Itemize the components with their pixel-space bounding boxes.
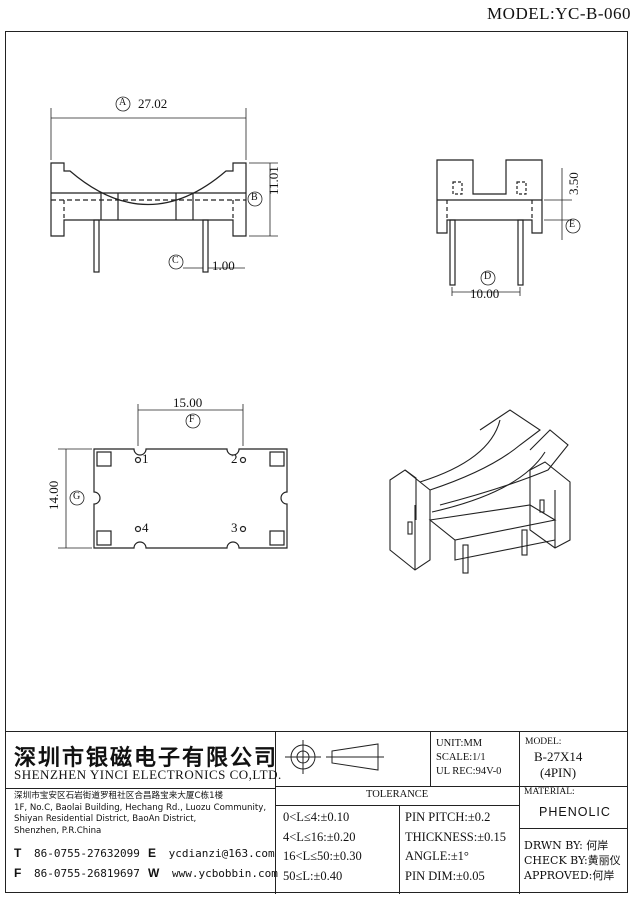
tel-label: T: [14, 846, 22, 860]
dim-a-value: 27.02: [138, 96, 168, 111]
website-link[interactable]: www.ycbobbin.com: [171, 867, 278, 880]
material-label: MATERIAL:: [524, 787, 575, 797]
dim-b-marker: B: [251, 192, 258, 203]
address-line: Shenzhen, P.R.China: [14, 825, 102, 836]
tolerance-item: 50≤L:±0.40: [283, 868, 343, 883]
fax-number: 86-0755-26819697: [33, 867, 140, 880]
pin-number: 4: [142, 520, 149, 535]
tolerance-item: 4<L≤16:±0.20: [283, 829, 356, 844]
fax-row: F 86-0755-26819697: [14, 866, 140, 880]
pin-number: 1: [142, 451, 149, 466]
model-value: B-27X14: [534, 749, 583, 764]
tolerance-item: ANGLE:±1°: [405, 849, 469, 863]
web-label: W: [148, 866, 160, 880]
pin-number: 2: [231, 451, 238, 466]
bottom-view: [58, 404, 288, 549]
dim-d-value: 10.00: [470, 286, 500, 301]
title-block: [5, 731, 628, 894]
dim-g-marker: G: [73, 491, 81, 502]
dim-e-marker: E: [569, 219, 576, 230]
material-value: PHENOLIC: [539, 805, 611, 819]
model-number-header: MODEL:YC-B-060: [487, 4, 631, 23]
dim-g-value: 14.00: [46, 480, 61, 510]
company-name-cn: 深圳市银磁电子有限公司: [14, 746, 279, 771]
dim-b-value: 11.01: [266, 166, 281, 195]
spec-unit: UNIT:MM: [436, 738, 483, 749]
spec-scale: SCALE:1/1: [436, 752, 486, 763]
dim-e-value: 3.50: [566, 172, 581, 195]
tolerance-item: PIN DIM:±0.05: [405, 868, 485, 883]
drawing-frame: [5, 31, 628, 893]
company-address: 深圳市宝安区石岩街道罗租社区合昌路宝来大厦C栋1楼 1F, No.C, Baol…: [14, 791, 266, 837]
tolerance-right-list: PIN PITCH:±0.2 THICKNESS:±0.15 ANGLE:±1°…: [405, 808, 506, 886]
spec-ul: UL REC:94V-0: [436, 766, 502, 777]
company-name-en: SHENZHEN YINCI ELECTRONICS CO,LTD.: [14, 767, 282, 782]
email-label: E: [148, 846, 157, 860]
model-pins: (4PIN): [540, 765, 577, 780]
tolerance-left-list: 0<L≤4:±0.10 4<L≤16:±0.20 16<L≤50:±0.30 5…: [283, 808, 362, 886]
dim-d-marker: D: [484, 271, 492, 282]
drawn-by: DRWN BY: 何岸: [524, 839, 609, 852]
checked-by: CHECK BY:黄丽仪: [524, 854, 621, 867]
approved-by: APPROVED:何岸: [524, 869, 615, 882]
side-view: [436, 159, 581, 296]
address-line: 深圳市宝安区石岩街道罗租社区合昌路宝来大厦C栋1楼: [14, 791, 224, 801]
dim-f-marker: F: [189, 414, 195, 425]
dim-c-value: 1.00: [212, 258, 235, 273]
tolerance-item: 16<L≤50:±0.30: [283, 849, 362, 863]
email-address[interactable]: ycdianzi@163.com: [168, 847, 275, 860]
tolerance-title: TOLERANCE: [366, 789, 429, 800]
dim-a-marker: A: [119, 97, 127, 108]
tolerance-item: THICKNESS:±0.15: [405, 829, 506, 844]
tel-number: 86-0755-27632099: [33, 847, 140, 860]
dim-f-value: 15.00: [173, 395, 203, 410]
projection-symbol: [285, 740, 384, 774]
isometric-view: [389, 409, 571, 574]
pin-number: 3: [231, 520, 238, 535]
email-row: E ycdianzi@163.com: [148, 846, 275, 860]
address-line: Shiyan Residential District, BaoAn Distr…: [14, 814, 197, 824]
tolerance-item: 0<L≤4:±0.10: [283, 810, 350, 824]
tolerance-item: PIN PITCH:±0.2: [405, 810, 491, 824]
model-label: MODEL:: [525, 737, 562, 747]
address-line: 1F, No.C, Baolai Building, Hechang Rd., …: [14, 802, 267, 813]
dim-c-marker: C: [172, 255, 179, 266]
front-view: [50, 96, 278, 273]
signoff-block: DRWN BY: 何岸 CHECK BY:黄丽仪 APPROVED:何岸: [524, 838, 621, 883]
phone-row: T 86-0755-27632099: [14, 846, 140, 860]
web-row: W www.ycbobbin.com: [148, 866, 278, 880]
fax-label: F: [14, 866, 22, 880]
